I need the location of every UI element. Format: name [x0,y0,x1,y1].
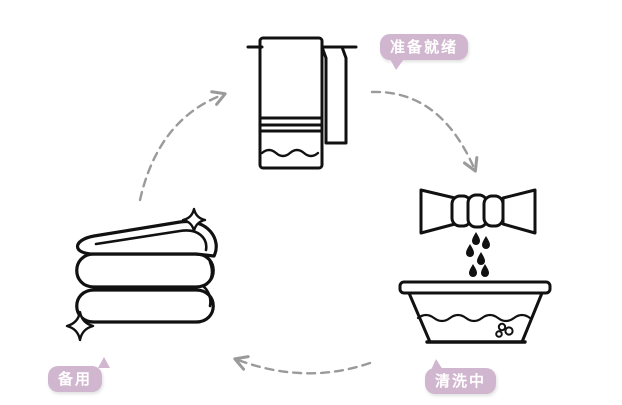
wringing-towel-icon [419,188,537,235]
label-ready: 准备就绪 [390,38,459,56]
folded-towels-icon [75,219,218,324]
sparkle-icon [65,207,207,342]
bubble-tail [390,59,404,70]
hanging-towel-icon [246,36,358,170]
wash-basin-icon [398,280,552,344]
bubble-tail [431,359,443,370]
label-ready-bubble: 准备就绪 [380,34,469,70]
arrow-spare-to-ready [138,90,227,202]
water-drops-icon [466,232,490,277]
arrow-washing-to-spare [233,355,372,375]
label-spare-bubble: 备用 [48,357,111,392]
label-spare: 备用 [58,370,93,388]
label-washing: 清洗中 [435,372,487,390]
bubble-tail [98,357,111,368]
arrow-ready-to-washing [370,90,479,173]
label-washing-bubble: 清洗中 [425,359,497,394]
cycle-arrows [138,90,479,375]
